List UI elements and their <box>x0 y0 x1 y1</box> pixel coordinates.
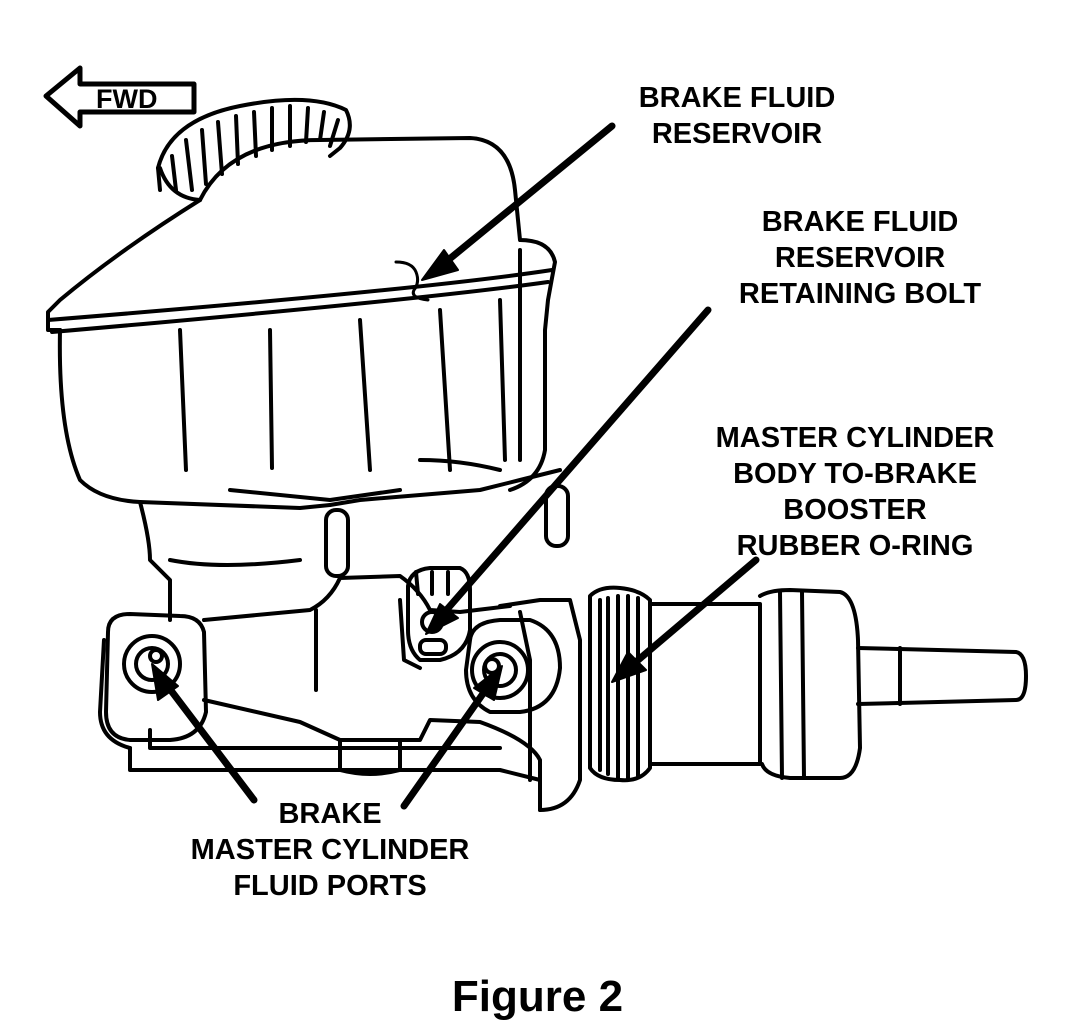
label-line: BRAKE FLUID <box>761 206 959 238</box>
label-booster-o-ring: MASTER CYLINDER BODY TO-BRAKE BOOSTER RU… <box>690 420 1020 564</box>
booster-oring-and-pushrod <box>588 585 1028 783</box>
label-line: RESERVOIR <box>774 242 946 274</box>
reservoir-cap <box>156 97 352 202</box>
label-brake-fluid-reservoir: BRAKE FLUID RESERVOIR <box>612 80 862 152</box>
figure-caption: Figure 2 <box>451 972 624 1021</box>
label-line: MASTER CYLINDER <box>715 422 995 454</box>
label-line: RETAINING BOLT <box>738 278 982 310</box>
reservoir-body <box>46 136 562 622</box>
label-line: MASTER CYLINDER <box>190 834 470 866</box>
callout-arrows <box>151 122 760 810</box>
label-line: FLUID PORTS <box>233 870 427 902</box>
label-line: BRAKE FLUID <box>638 82 836 114</box>
label-line: BODY TO-BRAKE <box>733 458 977 490</box>
left-arrow-icon <box>43 65 197 129</box>
fwd-label: FWD <box>96 84 158 114</box>
label-line: RUBBER O-RING <box>736 530 974 562</box>
label-line: BOOSTER <box>783 494 927 526</box>
label-line: BRAKE <box>278 798 382 830</box>
label-reservoir-retaining-bolt: BRAKE FLUID RESERVOIR RETAINING BOLT <box>700 204 1020 312</box>
label-line: RESERVOIR <box>651 118 823 150</box>
label-fluid-ports: BRAKE MASTER CYLINDER FLUID PORTS <box>170 796 490 904</box>
